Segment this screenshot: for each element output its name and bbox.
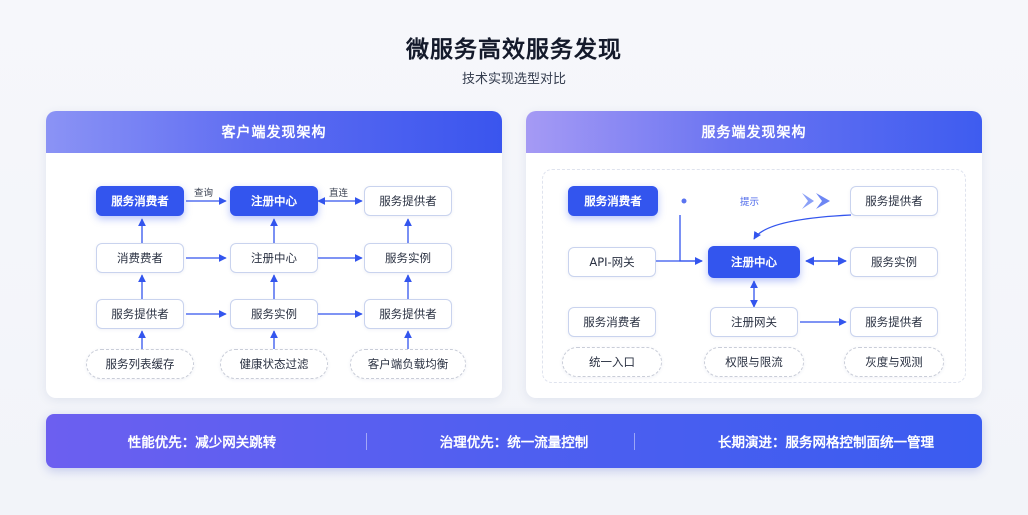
strategy-performance: 性能优先：减少网关跳转 [127, 435, 277, 451]
strategy-evolution: 长期演进：服务网格控制面统一管理 [718, 435, 934, 451]
server-instance-node[interactable]: 服务实例 [850, 247, 938, 277]
client-service-consumer[interactable]: 服务消费者 [96, 186, 184, 216]
client-registry-node[interactable]: 注册中心 [230, 243, 318, 273]
page-subtitle: 技术实现选型对比 [461, 72, 566, 87]
health-filter-pill: 健康状态过滤 [220, 349, 328, 379]
strategy-divider-2 [634, 433, 635, 450]
hint-chevron-1 [802, 193, 814, 209]
server-panel-title: 服务端发现架构 [526, 111, 982, 153]
client-load-balance-pill: 客户端负载均衡 [350, 349, 466, 379]
client-panel-arrows [138, 197, 412, 349]
server-provider-node[interactable]: 服务提供者 [850, 307, 938, 337]
page-title: 微服务高效服务发现 [406, 37, 622, 63]
server-service-consumer[interactable]: 服务消费者 [568, 186, 658, 216]
server-panel-arrows [656, 193, 852, 326]
client-provider-node-2[interactable]: 服务提供者 [364, 299, 452, 329]
server-registry-center[interactable]: 注册中心 [708, 246, 800, 278]
client-panel-title: 客户端发现架构 [46, 111, 502, 153]
client-provider-node[interactable]: 服务提供者 [96, 299, 184, 329]
strategy-bar: 性能优先：减少网关跳转 治理优先：统一流量控制 长期演进：服务网格控制面统一管理 [46, 414, 982, 468]
client-service-provider[interactable]: 服务提供者 [364, 186, 452, 216]
server-panel-frame [542, 169, 966, 383]
query-label: 查询 [194, 188, 214, 199]
strategy-governance: 治理优先：统一流量控制 [439, 435, 589, 451]
client-instance-node-2[interactable]: 服务实例 [230, 299, 318, 329]
hint-chevron-2 [816, 193, 830, 209]
client-consumer-node[interactable]: 消费费者 [96, 243, 184, 273]
server-discovery-panel: 服务端发现架构 [526, 111, 982, 398]
unified-entry-pill: 统一入口 [562, 347, 662, 377]
client-discovery-panel: 客户端发现架构 [46, 111, 502, 398]
hint-label: 提示 [740, 197, 760, 208]
client-registry-center[interactable]: 注册中心 [230, 186, 318, 216]
client-instance-node[interactable]: 服务实例 [364, 243, 452, 273]
direct-label: 直连 [329, 188, 349, 199]
strategy-divider-1 [366, 433, 367, 450]
gray-observe-pill: 灰度与观测 [844, 347, 944, 377]
registry-gateway-node[interactable]: 注册网关 [710, 307, 798, 337]
service-list-cache-pill: 服务列表缓存 [86, 349, 194, 379]
server-service-provider[interactable]: 服务提供者 [850, 186, 938, 216]
server-consumer-node[interactable]: 服务消费者 [568, 307, 656, 337]
api-gateway-node[interactable]: API-网关 [568, 247, 656, 277]
rate-limit-pill: 权限与限流 [704, 347, 804, 377]
